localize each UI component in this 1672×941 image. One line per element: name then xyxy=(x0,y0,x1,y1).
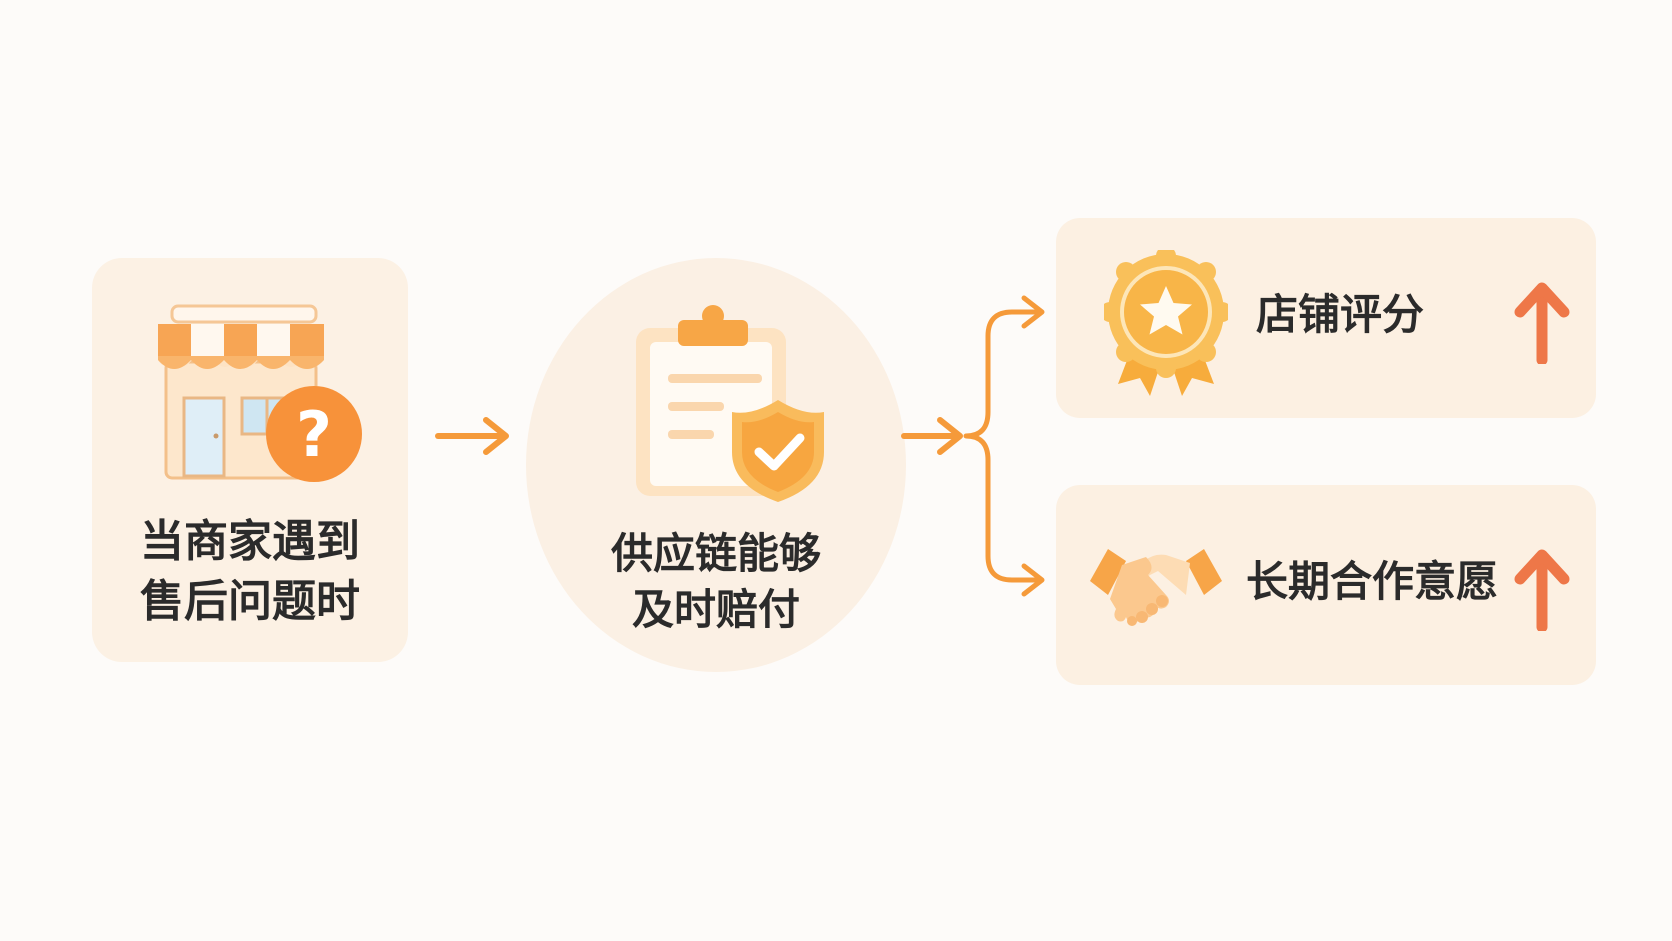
supply-chain-label-line1: 供应链能够 xyxy=(610,529,821,578)
arrow-merchant-to-supply xyxy=(435,417,509,455)
outcome-card-cooperation: 长期合作意愿 xyxy=(1056,485,1596,685)
outcome-label-cooperation: 长期合作意愿 xyxy=(1246,557,1499,606)
clipboard-shield-icon xyxy=(636,305,824,502)
svg-text:?: ? xyxy=(296,398,332,471)
arrow-up-icon xyxy=(1514,282,1570,364)
merchant-label: 当商家遇到 售后问题时 xyxy=(92,512,408,632)
store-question-icon: ? xyxy=(158,304,362,482)
handshake-icon xyxy=(1090,549,1222,626)
merchant-label-line2: 售后问题时 xyxy=(140,576,360,627)
branch-connector xyxy=(963,295,1045,597)
outcome-label-store-rating: 店铺评分 xyxy=(1256,290,1425,339)
supply-chain-label-line2: 及时赔付 xyxy=(631,585,800,634)
arrow-supply-to-branch xyxy=(901,417,963,455)
outcome-card-store-rating: 店铺评分 xyxy=(1056,218,1596,418)
supply-chain-label: 供应链能够 及时赔付 xyxy=(526,526,906,638)
award-badge-icon xyxy=(1104,250,1228,396)
arrow-up-icon xyxy=(1514,549,1570,631)
merchant-label-line1: 当商家遇到 xyxy=(140,516,360,567)
